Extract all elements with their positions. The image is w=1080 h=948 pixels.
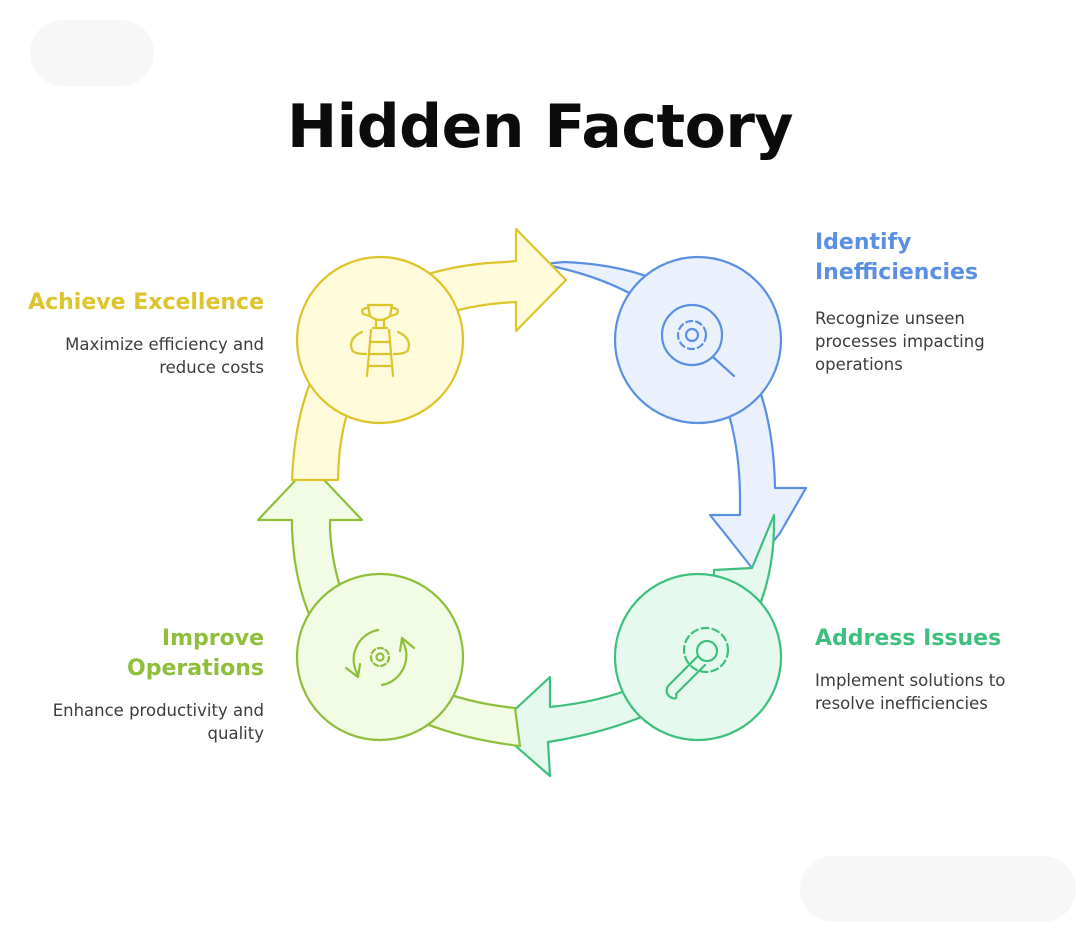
background-blob — [30, 20, 154, 86]
step-label-identify: Identify Inefficiencies — [815, 230, 979, 285]
step-label-improve: Improve Operations — [127, 626, 264, 681]
background-blob — [800, 856, 1076, 922]
step-description-identify: Recognize unseen processes impacting ope… — [815, 309, 985, 374]
step-description-achieve: Maximize efficiency and reduce costs — [65, 335, 264, 377]
circle-achieve — [295, 255, 465, 425]
step-description-address: Implement solutions to resolve inefficie… — [815, 671, 1006, 713]
trophy-ladder-icon — [350, 303, 410, 378]
step-description-improve: Enhance productivity and quality — [52, 701, 264, 743]
step-label-achieve: Achieve Excellence — [28, 290, 264, 315]
cycle-gear-icon — [344, 628, 416, 687]
magnifier-gear-icon — [660, 303, 736, 378]
circle-identify — [613, 255, 783, 425]
page-title: Hidden Factory — [286, 92, 794, 162]
wrench-gear-icon — [665, 626, 730, 700]
circle-improve — [295, 572, 465, 742]
step-label-address: Address Issues — [815, 626, 1002, 651]
